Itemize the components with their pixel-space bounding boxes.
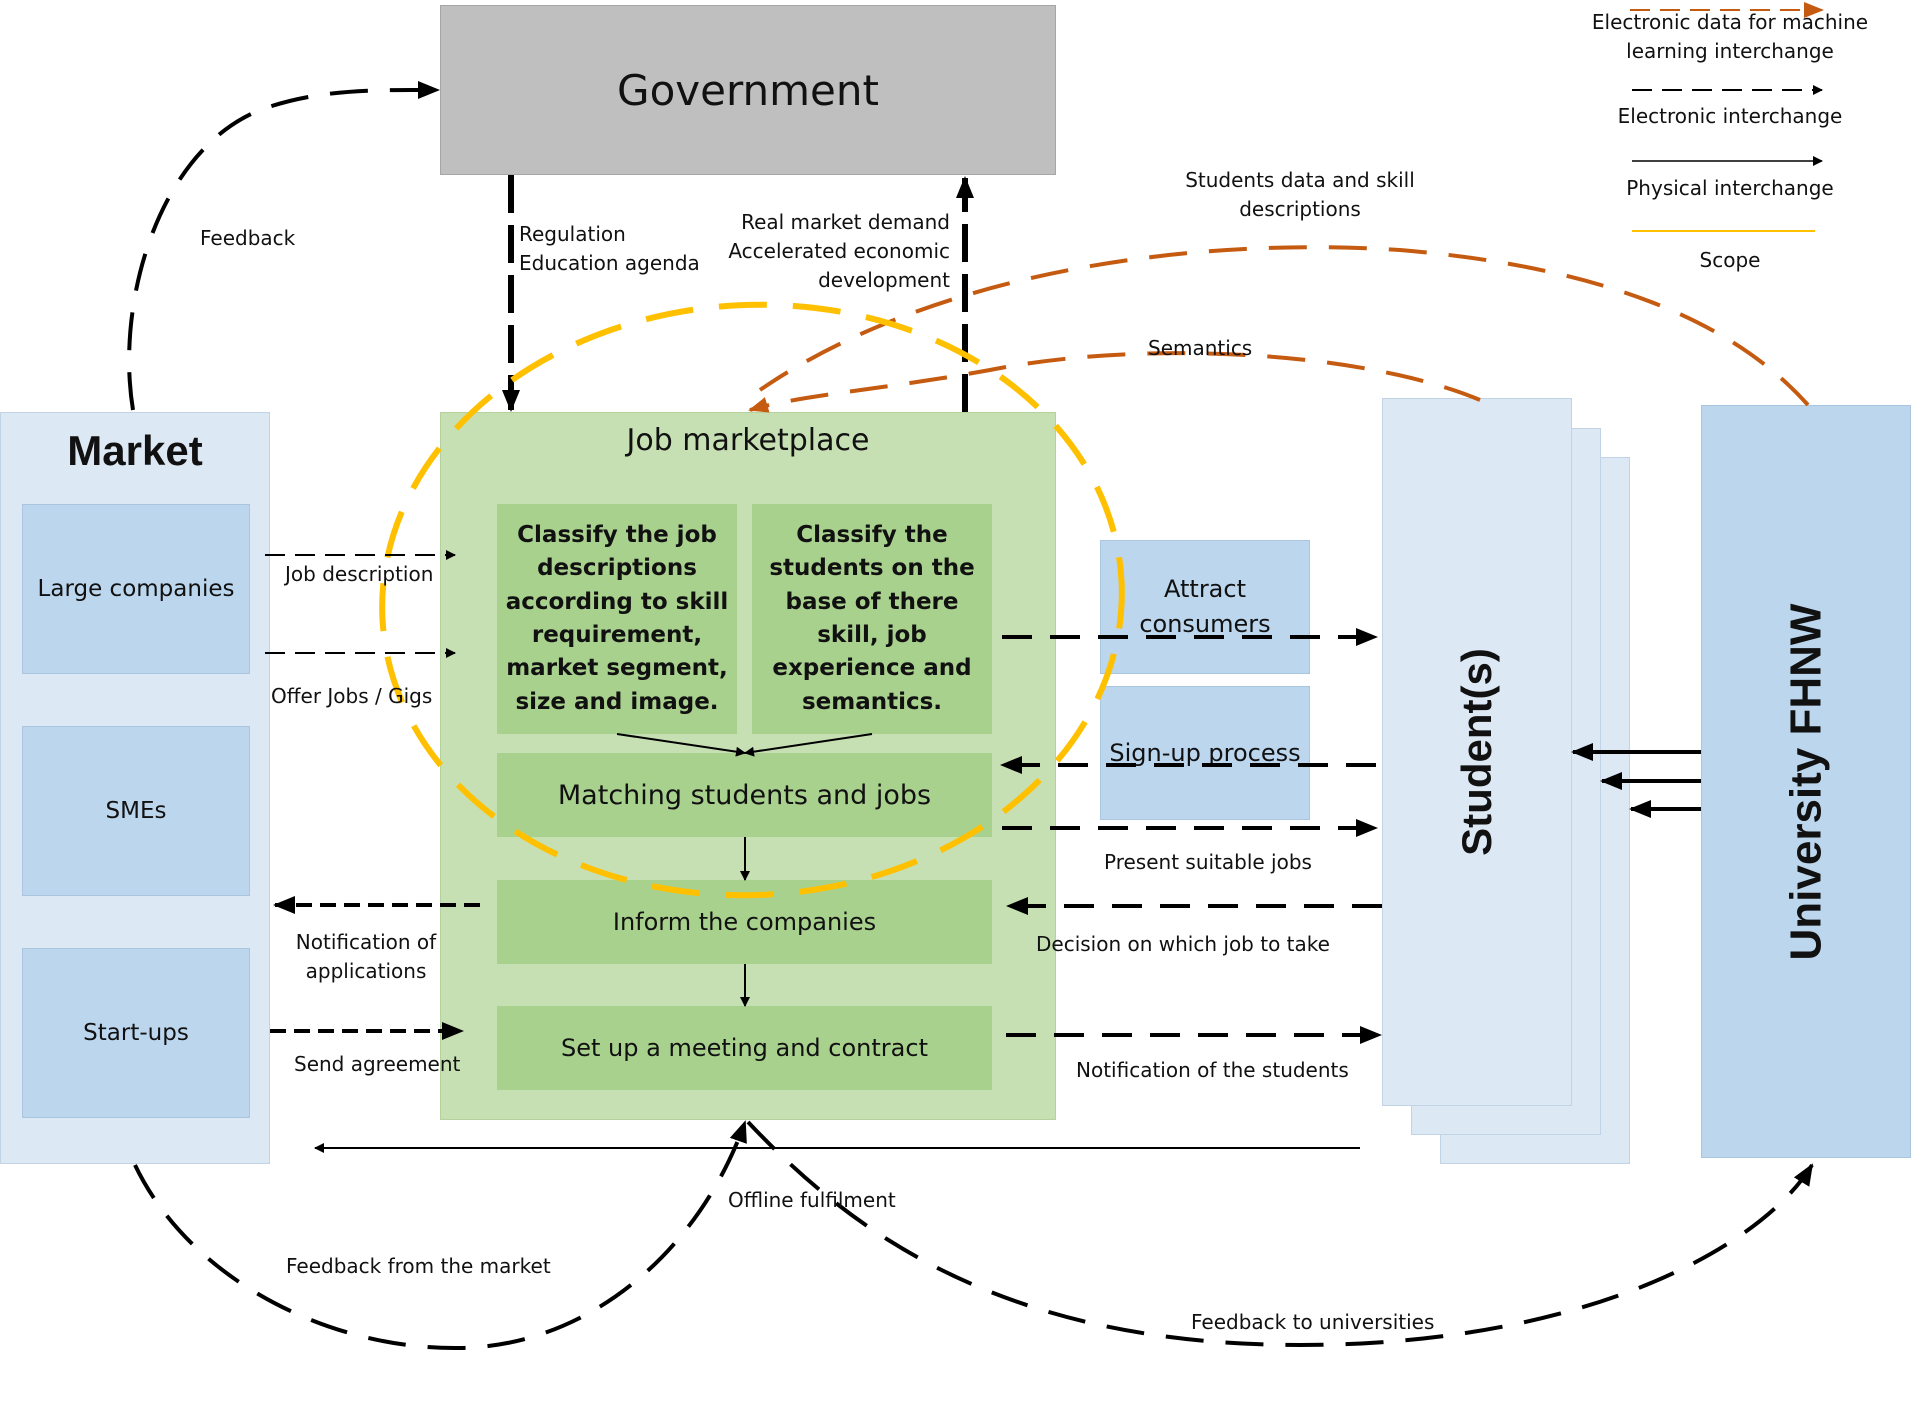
feedback-market-label: Feedback from the market bbox=[286, 1254, 551, 1278]
job-marketplace-title: Job marketplace bbox=[626, 423, 870, 458]
notification-students-label: Notification of the students bbox=[1076, 1058, 1349, 1082]
semantics-label: Semantics bbox=[1148, 336, 1253, 360]
market-title: Market bbox=[67, 427, 203, 474]
scope-ellipse bbox=[379, 301, 1125, 899]
students-data-label: Students data and skill descriptions bbox=[1185, 168, 1415, 221]
meeting-contract-box: Set up a meeting and contract bbox=[497, 1006, 992, 1090]
demand-label: Real market demand Accelerated economic … bbox=[728, 210, 950, 292]
legend-ml-label: Electronic data for machine learning int… bbox=[1591, 10, 1869, 63]
present-jobs-label: Present suitable jobs bbox=[1104, 850, 1312, 874]
market-item-smes: SMEs bbox=[22, 726, 250, 896]
attract-consumers-box: Attract consumers bbox=[1100, 540, 1310, 674]
send-agreement-label: Send agreement bbox=[294, 1052, 461, 1076]
offer-jobs-label: Offer Jobs / Gigs bbox=[271, 684, 433, 708]
feedback-curve bbox=[127, 80, 440, 411]
feedback-universities-curve bbox=[746, 1120, 1814, 1348]
students-data-curve bbox=[758, 245, 1810, 407]
feedback-label: Feedback bbox=[200, 226, 296, 250]
feedback-universities-label: Feedback to universities bbox=[1191, 1310, 1435, 1334]
classify-jobs-to-matching bbox=[616, 733, 746, 757]
government-title: Government bbox=[617, 65, 879, 115]
government-box: Government bbox=[440, 5, 1056, 175]
signup-process-box: Sign-up process bbox=[1100, 686, 1310, 820]
market-item-start-ups: Start-ups bbox=[22, 948, 250, 1118]
notification-applications-label: Notification of applications bbox=[295, 930, 437, 983]
offline-fulfilment-label: Offline fulfilment bbox=[728, 1188, 896, 1212]
legend-scope-label: Scope bbox=[1699, 248, 1761, 272]
job-description-label: Job description bbox=[285, 562, 434, 586]
legend-physical-label: Physical interchange bbox=[1626, 176, 1834, 200]
decision-label: Decision on which job to take bbox=[1036, 932, 1330, 956]
regulation-label: Regulation Education agenda bbox=[519, 222, 700, 275]
classify-jobs-box: Classify the job descriptions according … bbox=[497, 504, 737, 734]
matching-box: Matching students and jobs bbox=[497, 753, 992, 837]
legend-electronic-label: Electronic interchange bbox=[1617, 104, 1843, 128]
classify-students-to-matching bbox=[744, 733, 873, 757]
feedback-market-curve bbox=[133, 1120, 747, 1351]
semantics-curve bbox=[748, 351, 1481, 413]
market-item-large-companies: Large companies bbox=[22, 504, 250, 674]
classify-students-box: Classify the students on the base of the… bbox=[752, 504, 992, 734]
